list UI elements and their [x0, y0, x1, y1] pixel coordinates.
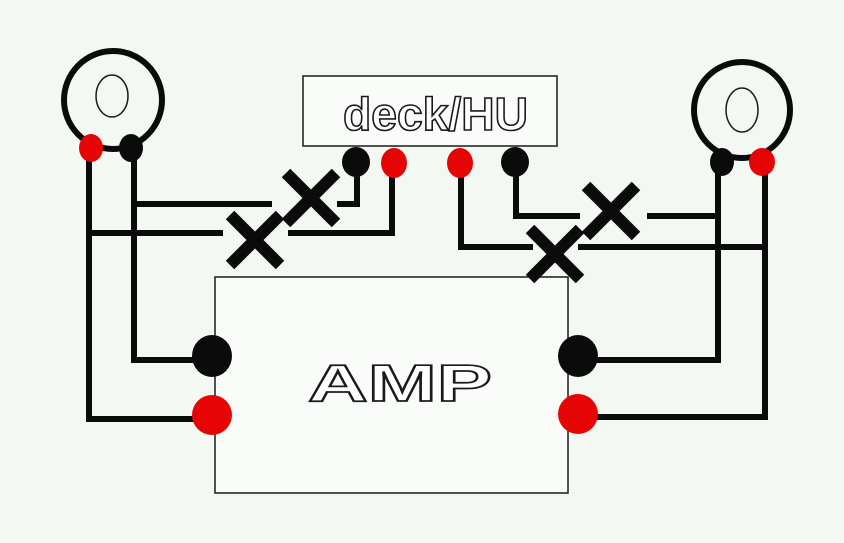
wires-layer	[86, 152, 768, 422]
speakers-layer	[61, 48, 793, 161]
left-speaker-positive-to-head-unit-segment-2	[288, 165, 395, 236]
right-speaker-positive-to-amp	[584, 152, 768, 420]
head-unit-right-negative-to-speaker-segment-1	[513, 165, 580, 219]
head-unit-right-negative-terminal	[501, 147, 529, 177]
right-speaker-negative-terminal	[710, 148, 734, 176]
right-speaker	[691, 59, 793, 161]
head-unit-right-positive-to-speaker-segment-1	[458, 165, 533, 250]
head-unit-box	[302, 75, 558, 147]
crossed-connection-right-negative-x-icon	[581, 181, 641, 241]
head-unit-right-positive-terminal	[447, 148, 473, 178]
left-speaker-negative-terminal	[119, 134, 143, 162]
left-speaker-negative-to-amp	[131, 152, 206, 363]
right-speaker-positive-terminal	[749, 148, 775, 176]
terminals-layer	[79, 134, 775, 435]
right-speaker-negative-to-amp	[584, 152, 721, 363]
x-marks-layer	[225, 168, 641, 284]
crossed-connection-right-positive-x-icon	[525, 224, 585, 284]
amplifier-label: AMP	[308, 355, 492, 413]
amplifier-box	[214, 276, 569, 494]
left-speaker	[61, 48, 165, 152]
amp-left-negative-terminal	[192, 335, 232, 377]
left-speaker-negative-to-head-unit-segment-2	[337, 165, 360, 207]
left-speaker-positive-terminal	[79, 134, 103, 162]
head-unit-label: deck/HU	[343, 88, 528, 140]
right-speaker-cone-icon	[725, 87, 759, 133]
left-speaker-positive-to-amp	[86, 152, 207, 422]
right-speaker-body	[691, 59, 793, 161]
crossed-connection-left-negative-x-icon	[281, 168, 341, 228]
amp-left-positive-terminal	[192, 395, 232, 435]
boxes-layer: deck/HU AMP	[214, 75, 569, 494]
left-speaker-body	[61, 48, 165, 152]
amp-right-positive-terminal	[558, 394, 598, 434]
crossed-connection-left-positive-x-icon	[225, 210, 285, 270]
head-unit-left-negative-terminal	[342, 147, 370, 177]
head-unit-left-positive-terminal	[381, 148, 407, 178]
left-speaker-cone-icon	[95, 74, 129, 118]
amp-right-negative-terminal	[558, 335, 598, 377]
